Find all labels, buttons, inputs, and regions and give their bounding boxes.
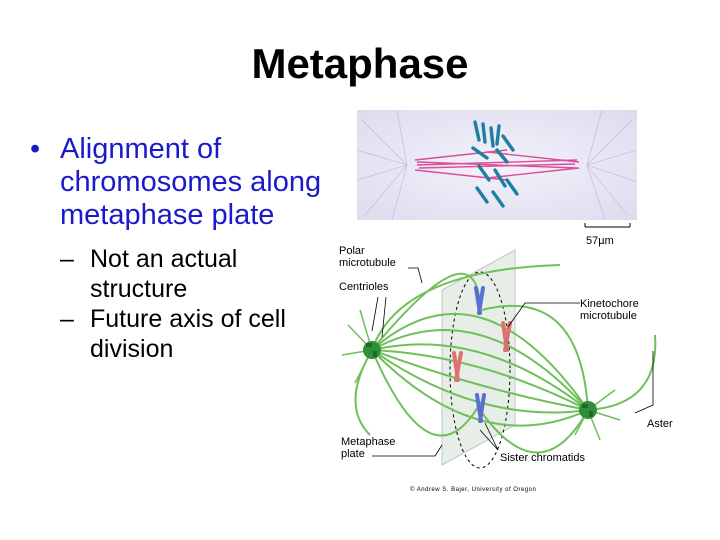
microtubules [354, 264, 657, 454]
metaphase-plate-label: Metaphase plate [341, 436, 395, 460]
polar-label-line2: microtubule [339, 257, 396, 269]
dash-marker: – [60, 305, 74, 333]
aster-label: Aster [647, 418, 673, 430]
polar-label-line1: Polar [339, 245, 365, 257]
chromosome-red-2 [452, 351, 463, 382]
main-bullet-text: Alignment of chromosomes along metaphase… [60, 133, 322, 231]
sub-bullet-text: Not an actual structure [90, 245, 238, 303]
kinetochore-label-line1: Kinetochore [580, 298, 639, 310]
spindle-diagram [341, 223, 657, 469]
dashed-outline [449, 271, 511, 469]
bullet-list: • Alignment of chromosomes along metapha… [30, 133, 330, 364]
chromosome-blue-1 [474, 286, 485, 315]
chromosome-blue-2 [475, 393, 486, 423]
image-credit: © Andrew S. Bajer, University of Oregon [410, 487, 537, 493]
kinetochore-microtubule-label: Kinetochore microtubule [580, 298, 639, 322]
metaphase-label-line1: Metaphase [341, 436, 396, 448]
metaphase-figure: 57µm Polar microtubule Centrioles Kineto… [330, 105, 690, 505]
sub-bullet-list: – Not an actual structure – Future axis … [30, 244, 330, 364]
right-centrosome [579, 401, 597, 419]
slide-title: Metaphase [251, 40, 469, 87]
main-bullet: • Alignment of chromosomes along metapha… [30, 133, 330, 232]
left-centrosome [363, 341, 381, 359]
centrioles-label: Centrioles [339, 281, 389, 293]
leader-lines [371, 267, 654, 457]
sister-chromatids-label: Sister chromatids [500, 452, 585, 464]
sub-bullet: – Future axis of cell division [60, 304, 330, 364]
bullet-dot: • [30, 133, 41, 165]
micrograph-image [357, 110, 637, 220]
dash-marker: – [60, 245, 74, 273]
chromosome-red-1 [501, 321, 512, 352]
kinetochore-label-line2: microtubule [580, 310, 637, 322]
metaphase-label-line2: plate [341, 448, 365, 460]
scale-bar-label: 57µm [586, 235, 614, 247]
sub-bullet: – Not an actual structure [60, 244, 330, 304]
sub-bullet-text: Future axis of cell division [90, 305, 286, 363]
polar-microtubule-label: Polar microtubule [339, 245, 396, 269]
